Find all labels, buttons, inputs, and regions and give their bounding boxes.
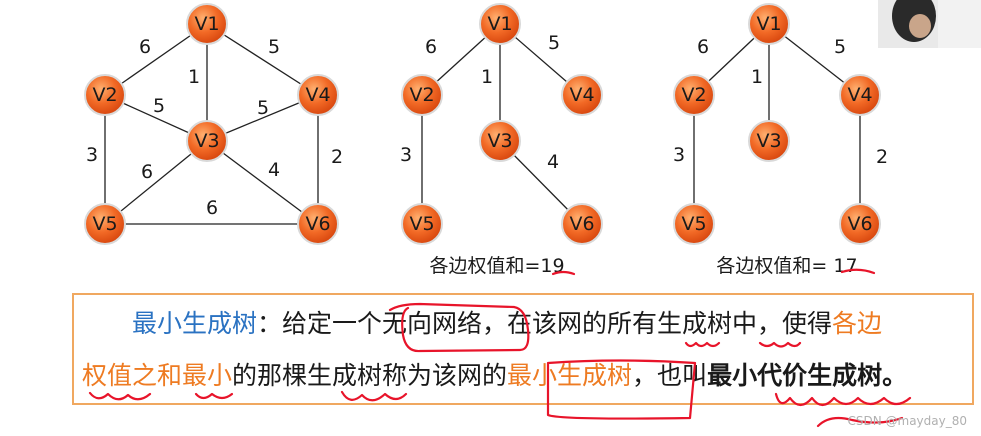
node-label-V4: V4 bbox=[305, 84, 330, 106]
weight-sum-label: 各边权值和= 17 bbox=[716, 255, 857, 277]
node-V5 bbox=[401, 203, 443, 245]
node-label-V6: V6 bbox=[305, 213, 330, 235]
edge-weight-V1-V2: 6 bbox=[697, 36, 709, 58]
definition-box: 最小生成树：给定一个无向网络，在该网的所有生成树中，使得各边 权值之和最小的那棵… bbox=[72, 293, 974, 405]
node-label-V3: V3 bbox=[756, 130, 781, 152]
node-label-V4: V4 bbox=[847, 84, 872, 106]
edge-V3-V6 bbox=[206, 140, 319, 225]
edge-weight-V1-V3: 1 bbox=[481, 66, 493, 88]
node-label-V1: V1 bbox=[487, 13, 512, 35]
edge-weight-V2-V5: 3 bbox=[400, 144, 412, 166]
node-V4 bbox=[561, 74, 603, 116]
edge-weight-V2-V5: 3 bbox=[86, 144, 98, 166]
node-label-V3: V3 bbox=[194, 130, 219, 152]
node-V3 bbox=[186, 120, 228, 162]
node-label-V1: V1 bbox=[194, 13, 219, 35]
node-label-V6: V6 bbox=[847, 213, 872, 235]
node-label-V2: V2 bbox=[409, 84, 434, 106]
edge-weight-V4-V6: 2 bbox=[876, 146, 888, 168]
edge-V1-V4 bbox=[206, 23, 319, 96]
edge-weight-V1-V2: 6 bbox=[139, 36, 151, 58]
node-V1 bbox=[479, 3, 521, 45]
edge-weight-V3-V6: 4 bbox=[268, 159, 280, 181]
edge-weight-V2-V5: 3 bbox=[673, 144, 685, 166]
weight-sum-label: 各边权值和=19 bbox=[429, 255, 564, 277]
edge-weight-V1-V3: 1 bbox=[188, 66, 200, 88]
node-label-V2: V2 bbox=[92, 84, 117, 106]
node-V4 bbox=[839, 74, 881, 116]
definition-highlight-2: 权值之和最小 bbox=[82, 361, 233, 390]
definition-bold-term: 最小代价生成树 bbox=[707, 361, 883, 390]
edge-weight-V1-V4: 5 bbox=[548, 32, 560, 54]
definition-highlight-1: 各边 bbox=[832, 309, 883, 338]
edge-V3-V5 bbox=[104, 140, 208, 225]
node-V6 bbox=[561, 203, 603, 245]
edge-weight-V1-V3: 1 bbox=[751, 66, 763, 88]
edge-weight-V2-V3: 5 bbox=[153, 95, 165, 117]
node-V3 bbox=[748, 120, 790, 162]
node-label-V4: V4 bbox=[569, 84, 594, 106]
node-label-V1: V1 bbox=[756, 13, 781, 35]
watermark: CSDN @mayday_80 bbox=[847, 414, 967, 428]
node-label-V2: V2 bbox=[681, 84, 706, 106]
node-V1 bbox=[186, 3, 228, 45]
definition-line-1: 最小生成树：给定一个无向网络，在该网的所有生成树中，使得各边 bbox=[132, 309, 882, 339]
node-V5 bbox=[673, 203, 715, 245]
node-V5 bbox=[84, 203, 126, 245]
node-V6 bbox=[297, 203, 339, 245]
edge-weight-V4-V6: 2 bbox=[331, 146, 343, 168]
node-V2 bbox=[401, 74, 443, 116]
node-V2 bbox=[84, 74, 126, 116]
node-V2 bbox=[673, 74, 715, 116]
edge-weight-V1-V2: 6 bbox=[425, 36, 437, 58]
edge-weight-V3-V6: 4 bbox=[547, 151, 559, 173]
node-V6 bbox=[839, 203, 881, 245]
definition-line-2: 权值之和最小的那棵生成树称为该网的最小生成树，也叫最小代价生成树。 bbox=[82, 361, 907, 391]
video-thumbnail bbox=[878, 0, 981, 48]
node-V4 bbox=[297, 74, 339, 116]
edge-weight-V5-V6: 6 bbox=[206, 197, 218, 219]
definition-end: 。 bbox=[882, 361, 908, 390]
definition-text-3: ，也叫 bbox=[632, 361, 708, 390]
edge-weight-V1-V4: 5 bbox=[268, 36, 280, 58]
node-label-V5: V5 bbox=[92, 213, 117, 235]
edge-weight-V1-V4: 5 bbox=[834, 36, 846, 58]
node-label-V5: V5 bbox=[409, 213, 434, 235]
node-V1 bbox=[748, 3, 790, 45]
definition-text-1: ：给定一个无向网络，在该网的所有生成树中，使得 bbox=[257, 309, 833, 338]
node-label-V3: V3 bbox=[487, 130, 512, 152]
definition-text-2: 的那棵生成树称为该网的 bbox=[232, 361, 508, 390]
definition-highlight-3: 最小生成树 bbox=[507, 361, 633, 390]
node-label-V6: V6 bbox=[569, 213, 594, 235]
definition-term: 最小生成树 bbox=[132, 309, 258, 338]
node-label-V5: V5 bbox=[681, 213, 706, 235]
edge-weight-V3-V4: 5 bbox=[257, 97, 269, 119]
edge-weight-V3-V5: 6 bbox=[141, 161, 153, 183]
node-V3 bbox=[479, 120, 521, 162]
